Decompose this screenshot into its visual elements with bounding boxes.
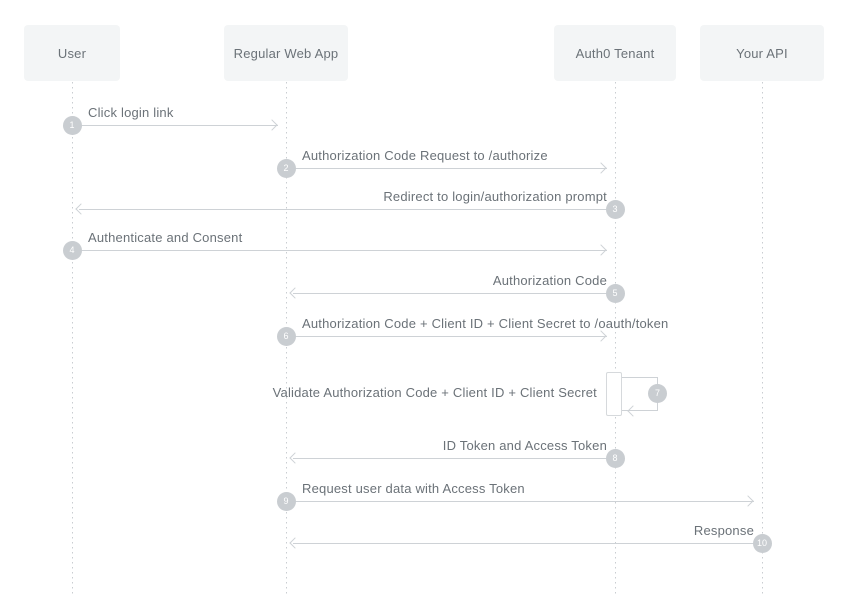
step-badge: 9 bbox=[276, 491, 296, 511]
message-line bbox=[286, 336, 607, 337]
arrowhead-icon bbox=[75, 203, 87, 215]
step-badge: 10 bbox=[752, 533, 772, 553]
actor-label: Your API bbox=[736, 45, 788, 61]
actor-user: User bbox=[24, 25, 120, 81]
message-line bbox=[286, 501, 754, 502]
arrowhead-icon bbox=[595, 162, 607, 174]
message-label: Authorization Code + Client ID + Client … bbox=[302, 316, 669, 331]
message-line bbox=[79, 209, 615, 210]
message-line bbox=[293, 293, 615, 294]
message-label: Response bbox=[693, 523, 754, 538]
arrowhead-icon bbox=[266, 119, 278, 131]
message-label: Authorization Code Request to /authorize bbox=[302, 148, 548, 163]
step-badge: 1 bbox=[62, 115, 82, 135]
actor-label: User bbox=[57, 45, 87, 61]
arrowhead-icon bbox=[289, 452, 301, 464]
actor-label: Regular Web App bbox=[233, 45, 339, 61]
step-badge: 8 bbox=[605, 448, 625, 468]
step-badge: 5 bbox=[605, 283, 625, 303]
message-label: ID Token and Access Token bbox=[442, 438, 607, 453]
message-line bbox=[72, 125, 278, 126]
message-label: Authenticate and Consent bbox=[88, 230, 243, 245]
message-label: Validate Authorization Code + Client ID … bbox=[272, 385, 597, 400]
step-badge: 2 bbox=[276, 158, 296, 178]
message-line bbox=[72, 250, 607, 251]
actor-label: Auth0 Tenant bbox=[575, 45, 655, 61]
lifeline-auth0 bbox=[614, 82, 616, 594]
step-badge: 7 bbox=[648, 383, 667, 403]
activation-box bbox=[606, 372, 622, 416]
arrowhead-icon bbox=[595, 244, 607, 256]
message-label: Request user data with Access Token bbox=[302, 481, 525, 496]
arrowhead-icon bbox=[595, 330, 607, 342]
message-line bbox=[293, 458, 615, 459]
lifeline-user bbox=[71, 82, 73, 594]
step-badge: 4 bbox=[62, 240, 82, 260]
actor-web_app: Regular Web App bbox=[224, 25, 348, 81]
step-badge: 6 bbox=[276, 326, 296, 346]
actor-auth0: Auth0 Tenant bbox=[554, 25, 676, 81]
message-label: Redirect to login/authorization prompt bbox=[383, 189, 607, 204]
actor-api: Your API bbox=[700, 25, 824, 81]
message-label: Authorization Code bbox=[492, 273, 607, 288]
arrowhead-icon bbox=[289, 287, 301, 299]
lifeline-api bbox=[761, 82, 763, 594]
arrowhead-icon bbox=[289, 537, 301, 549]
step-badge: 3 bbox=[605, 199, 625, 219]
arrowhead-icon bbox=[742, 495, 754, 507]
message-label: Click login link bbox=[88, 105, 174, 120]
message-line bbox=[293, 543, 762, 544]
message-line bbox=[286, 168, 607, 169]
